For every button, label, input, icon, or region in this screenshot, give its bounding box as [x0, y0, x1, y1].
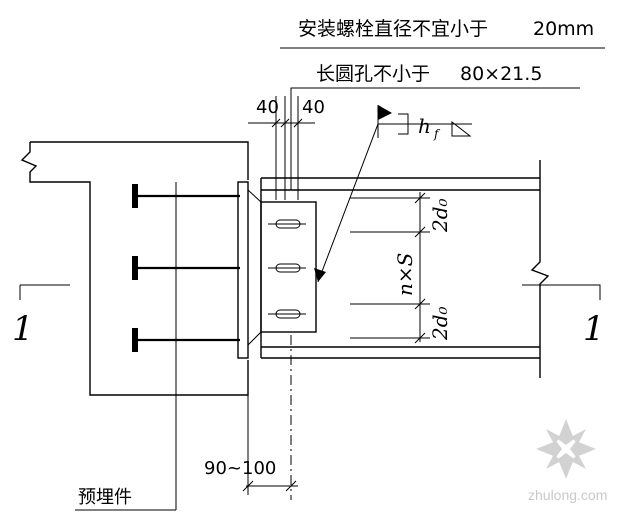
embed-plate: [237, 181, 249, 359]
edge-bottom-label: 2d₀: [428, 306, 452, 341]
slot-note: 长圆孔不小于 80×21.5: [290, 63, 580, 190]
section-mark-right-line: [522, 284, 601, 300]
weld-symbol: h f: [314, 105, 472, 283]
slot-note-value: 80×21.5: [460, 63, 542, 85]
edge-tick-3: [414, 298, 426, 310]
column-outline: [20, 142, 249, 396]
slot-note-text: 长圆孔不小于: [316, 63, 430, 85]
column-top-edge: [30, 141, 249, 180]
weld-size-label: h: [418, 114, 431, 138]
gap-tick-3: [293, 118, 303, 128]
weld-size-subscript: f: [433, 127, 441, 141]
beam-break-line: [530, 160, 550, 378]
bolt-gap-dimension: 40 40: [248, 96, 325, 200]
slot-note-leader: [290, 87, 580, 190]
watermark-logo: zhulong.com: [528, 419, 607, 503]
bolt-note-value: 20mm: [533, 18, 594, 40]
plate-weld-bottom: [247, 331, 262, 346]
embedded-anchors: 预埋件: [75, 181, 249, 511]
shear-plate-outline: [260, 201, 317, 333]
section-label-right: 1: [583, 309, 605, 349]
edge-tick-1: [414, 192, 426, 204]
gap-tick-1: [271, 118, 281, 128]
bolt-note-text: 安装螺栓直径不宜小于: [298, 18, 488, 40]
slotted-hole-2: [268, 263, 306, 273]
weld-flag: [378, 105, 392, 120]
anchor-head-3: [132, 328, 138, 352]
edge-top-label: 2d₀: [428, 198, 452, 233]
gap-right-label: 40: [302, 97, 325, 118]
range-tick-left: [242, 480, 254, 492]
bolt-group-label: n×S: [393, 253, 417, 296]
anchor-head-1: [132, 184, 138, 208]
embed-range-dimension: 90~100: [204, 395, 298, 495]
anchor-head-2: [132, 256, 138, 280]
watermark-text: zhulong.com: [528, 487, 607, 503]
edge-tick-2: [414, 226, 426, 238]
section-label-left: 1: [12, 309, 34, 349]
edge-dimensions: 2d₀ 2d₀ n×S: [350, 192, 452, 344]
fillet-triangle: [451, 120, 472, 137]
range-tick-right: [285, 480, 297, 492]
weld-leader: [317, 123, 379, 283]
edge-tick-4: [414, 332, 426, 344]
gap-tick-2: [280, 118, 290, 128]
embedded-part-label: 预埋件: [78, 487, 132, 508]
column-section: 1: [12, 141, 249, 396]
slotted-hole-3: [268, 309, 306, 319]
slotted-hole-1: [268, 219, 306, 229]
gap-left-label: 40: [256, 97, 279, 118]
plate-weld-top: [247, 189, 262, 203]
embed-range-label: 90~100: [204, 458, 276, 479]
steel-beam: 1: [260, 160, 605, 378]
weld-leader-arrow: [314, 268, 326, 282]
bolt-note: 安装螺栓直径不宜小于 20mm: [280, 18, 605, 49]
weld-bracket: [398, 113, 409, 135]
shear-plate: [247, 189, 317, 500]
